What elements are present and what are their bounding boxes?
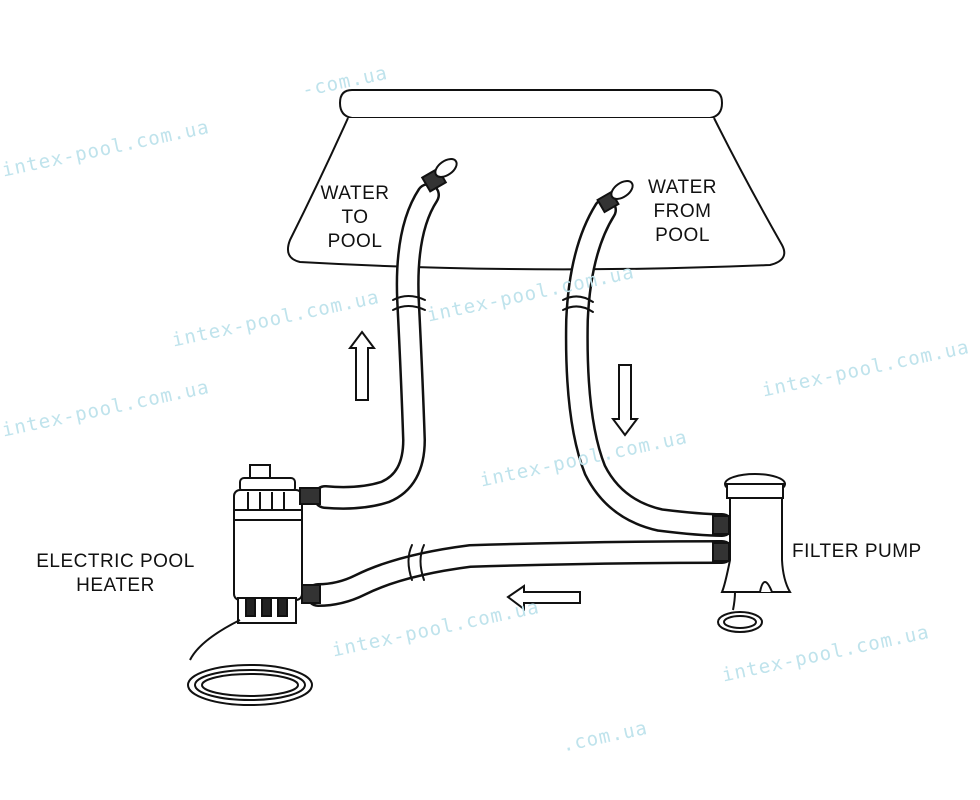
label-filter-pump: FILTER PUMP bbox=[792, 541, 922, 562]
electric-pool-heater bbox=[187, 464, 321, 706]
label-line: WATER bbox=[320, 183, 390, 204]
label-line: ELECTRIC POOL bbox=[36, 551, 195, 572]
label-electric-pool-heater: ELECTRIC POOL HEATER bbox=[18, 550, 213, 598]
label-line: POOL bbox=[327, 231, 383, 252]
label-line: POOL bbox=[655, 225, 710, 246]
label-line: TO bbox=[341, 207, 369, 228]
inlet-fitting bbox=[420, 158, 458, 193]
label-water-from-pool: WATER FROM POOL bbox=[640, 176, 725, 248]
label-line: FROM bbox=[653, 201, 712, 222]
hoses bbox=[306, 183, 734, 607]
filter-pump bbox=[712, 473, 792, 633]
label-line: HEATER bbox=[76, 575, 155, 596]
label-water-to-pool: WATER TO POOL bbox=[315, 182, 395, 254]
arrow-up-icon bbox=[348, 330, 376, 401]
arrow-left-icon bbox=[506, 584, 581, 611]
arrow-down-icon bbox=[611, 364, 639, 437]
label-line: WATER bbox=[648, 177, 717, 198]
outlet-fitting bbox=[596, 180, 634, 214]
